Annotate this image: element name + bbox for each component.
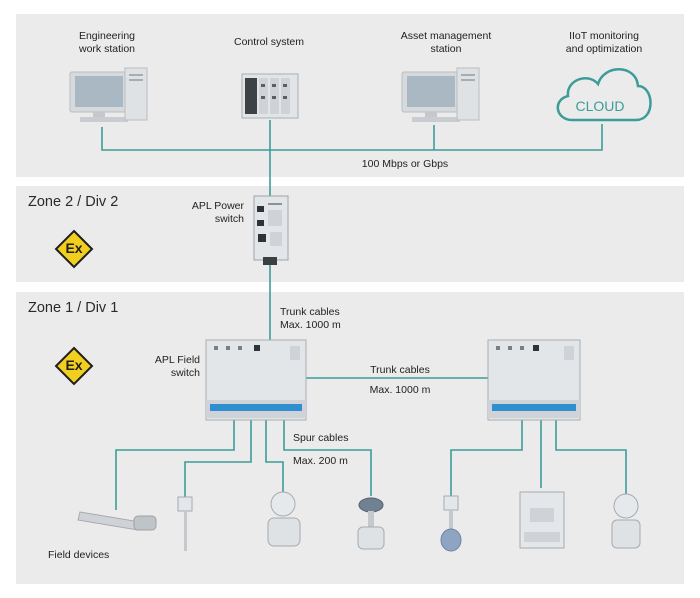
spur-cable-1 xyxy=(115,418,235,510)
apl-power-switch-label: APL Power switch xyxy=(191,200,244,225)
trunk-cable-vertical-label: Trunk cables Max. 1000 m xyxy=(280,306,341,331)
ex-hazard-icon-zone1 xyxy=(54,346,94,386)
control-system-icon xyxy=(241,73,299,119)
cloud-label: CLOUD xyxy=(575,98,625,114)
ex-mark-zone1: Ex xyxy=(65,357,83,373)
apl-field-switch-left-icon xyxy=(205,339,307,421)
spur-cable-5 xyxy=(450,418,523,496)
field-devices-label: Field devices xyxy=(48,549,110,561)
ex-mark-zone2: Ex xyxy=(65,240,83,256)
spur-cable-4 xyxy=(283,418,372,496)
network-speed-label: 100 Mbps or Gbps xyxy=(361,158,449,170)
zone-2-area xyxy=(16,186,684,282)
asset-management-workstation-icon xyxy=(401,67,480,122)
cable-lines xyxy=(101,120,627,510)
level-probe-icon xyxy=(440,495,462,552)
apl-power-switch-icon xyxy=(253,195,289,265)
rod-sensor-icon xyxy=(177,496,193,551)
trunk-cable-horizontal-length: Max. 1000 m xyxy=(369,384,431,396)
apl-field-switch-right-icon xyxy=(487,339,581,421)
spur-cable-length: Max. 200 m xyxy=(293,455,348,467)
apl-field-switch-label: APL Field switch xyxy=(154,354,200,379)
spur-cable-7 xyxy=(555,418,627,496)
engineering-station-label: Engineering work station xyxy=(78,30,136,55)
level-sensor-icon xyxy=(77,511,157,531)
flow-meter-icon-1 xyxy=(267,491,301,547)
zone-1-title: Zone 1 / Div 1 xyxy=(28,300,119,316)
spur-cable-3 xyxy=(265,418,284,492)
control-system-label: Control system xyxy=(233,36,305,48)
iiot-label: IIoT monitoring and optimization xyxy=(565,30,643,55)
cloud-icon xyxy=(556,68,652,122)
trunk-cable-horizontal-label: Trunk cables xyxy=(370,364,430,376)
control-valve-icon xyxy=(357,497,385,550)
analyzer-device-icon xyxy=(519,491,565,549)
ex-hazard-icon-zone2 xyxy=(54,229,94,269)
spur-cable-2 xyxy=(184,418,252,498)
asset-station-label: Asset management station xyxy=(400,30,492,55)
zone-2-title: Zone 2 / Div 2 xyxy=(28,194,119,210)
spur-cable-label: Spur cables xyxy=(293,432,349,444)
flow-meter-icon-2 xyxy=(611,493,641,549)
ethernet-bus xyxy=(101,124,603,151)
engineering-workstation-icon xyxy=(69,67,148,122)
